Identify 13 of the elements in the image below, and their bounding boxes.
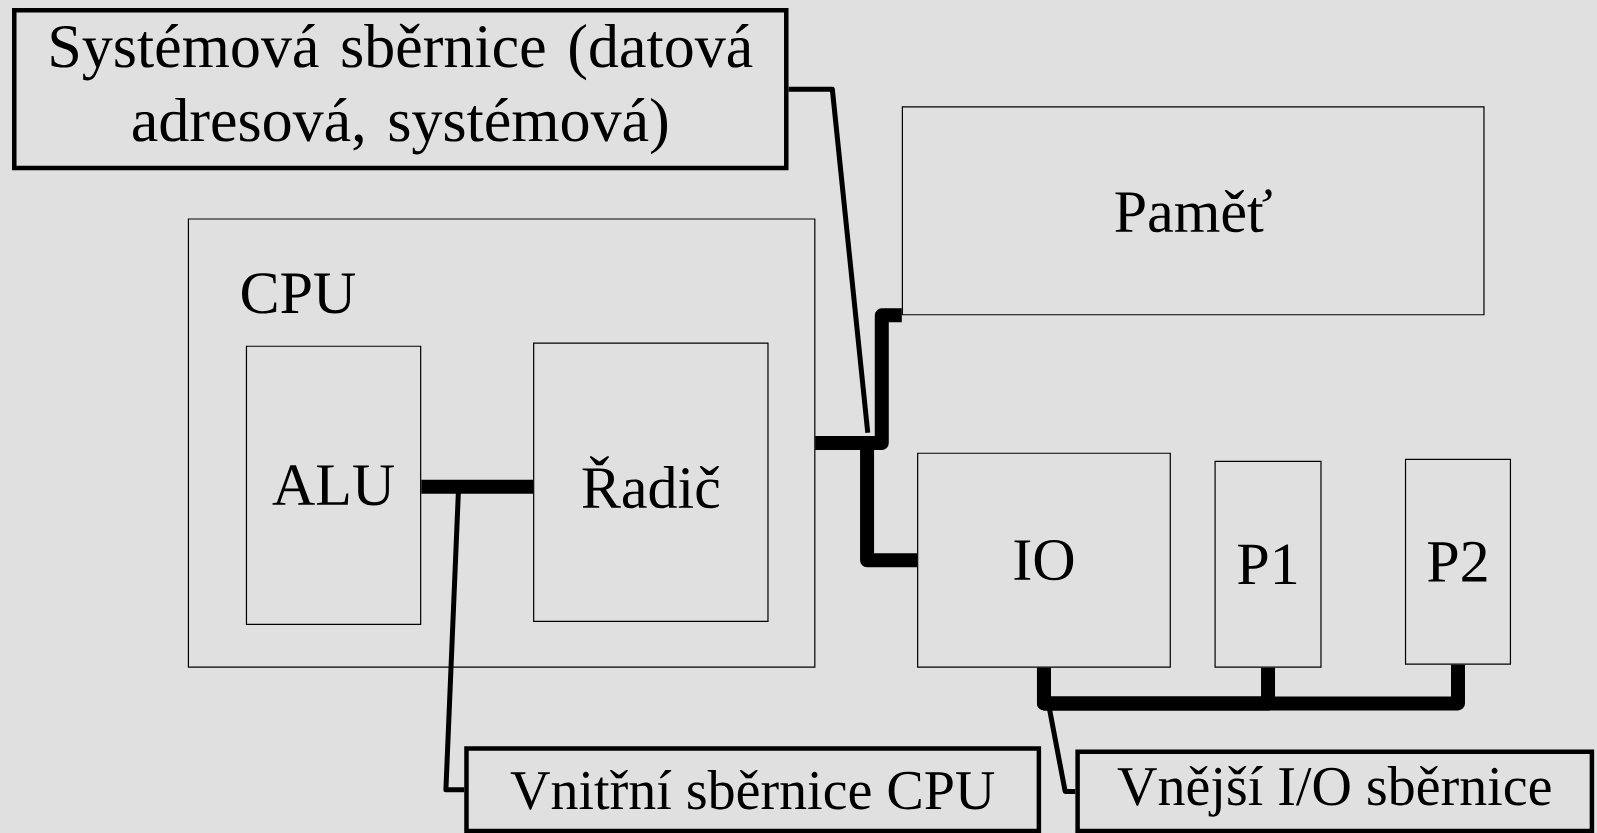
callout-box: Vnější I/O sběrnice bbox=[1075, 749, 1595, 833]
leader-line bbox=[788, 86, 871, 434]
block-box: Řadič bbox=[533, 342, 769, 622]
block-box: ALU bbox=[245, 345, 422, 625]
block-box: P2 bbox=[1404, 458, 1512, 665]
bus-line bbox=[1036, 664, 1465, 711]
block-box: IO bbox=[917, 452, 1171, 668]
bus-line bbox=[421, 479, 534, 494]
block-box: P1 bbox=[1214, 460, 1322, 668]
block-box: Paměť bbox=[901, 106, 1485, 316]
callout-box: Vnitřní sběrnice CPU bbox=[464, 746, 1042, 833]
callout-box: Systémová sběrnice (datová adresová, systémová) bbox=[12, 7, 789, 171]
leader-line bbox=[443, 492, 465, 793]
